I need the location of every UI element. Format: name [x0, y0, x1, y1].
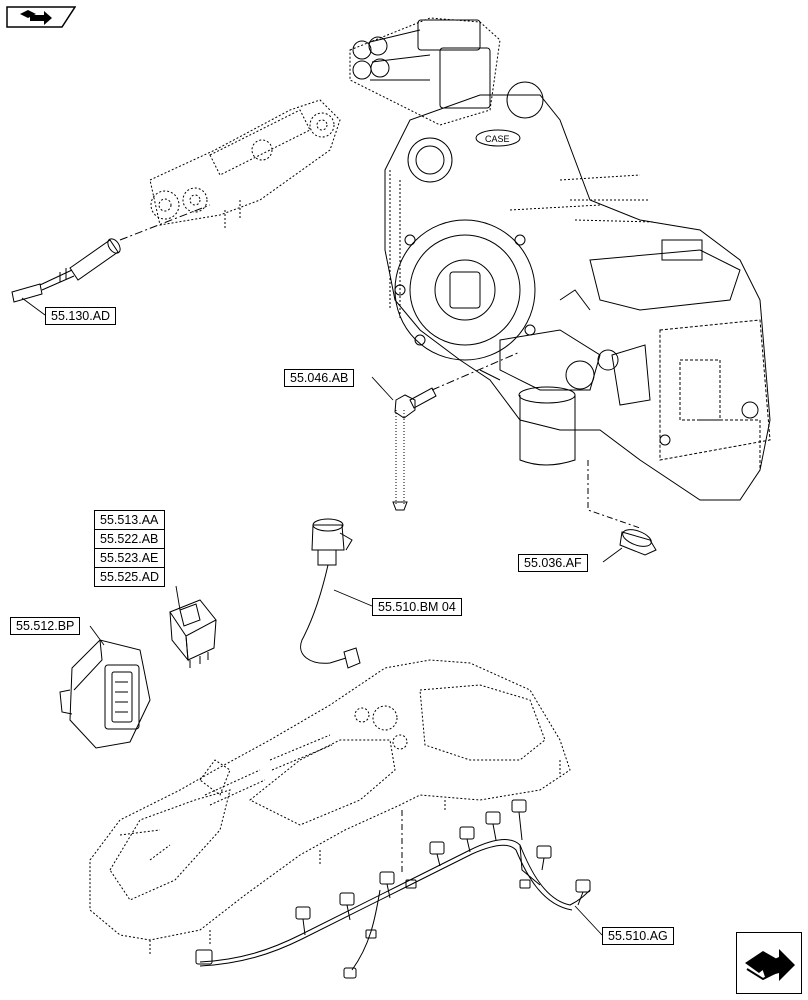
control-module-part: [59, 639, 151, 749]
wiring-harness: [195, 799, 591, 979]
callout-55-510-ag[interactable]: 55.510.AG: [602, 927, 674, 945]
callout-55-036-af[interactable]: 55.036.AF: [518, 554, 588, 572]
callout-55-046-ab[interactable]: 55.046.AB: [284, 369, 355, 387]
callout-55-510-bm-04[interactable]: 55.510.BM 04: [372, 598, 462, 616]
callout-55-513-aa[interactable]: 55.513.AA: [95, 511, 165, 530]
callout-55-522-ab[interactable]: 55.522.AB: [95, 530, 165, 549]
rocker-switch-part: [169, 599, 217, 668]
leader-lines: [21, 297, 623, 936]
top-nav-button[interactable]: [6, 6, 77, 28]
bottom-nav-button[interactable]: [736, 932, 802, 994]
callout-55-130-ad[interactable]: 55.130.AD: [45, 307, 117, 325]
transmission-assembly: CASE: [349, 17, 771, 501]
speed-sensor-part: [11, 99, 341, 303]
callout-stack: 55.513.AA 55.522.AB 55.523.AE 55.525.AD: [94, 510, 166, 587]
socket-part: [300, 518, 361, 669]
callout-55-523-ae[interactable]: 55.523.AE: [95, 549, 165, 568]
dashboard-panel: [89, 659, 571, 955]
callout-55-525-ad[interactable]: 55.525.AD: [100, 570, 160, 584]
book-arrow-icon: [6, 6, 77, 28]
temp-sensor-part: [392, 351, 521, 511]
book-arrow-icon: [745, 949, 795, 981]
callout-55-512-bp[interactable]: 55.512.BP: [10, 617, 81, 635]
svg-text:CASE: CASE: [485, 134, 510, 144]
pressure-switch-part: [587, 460, 657, 556]
